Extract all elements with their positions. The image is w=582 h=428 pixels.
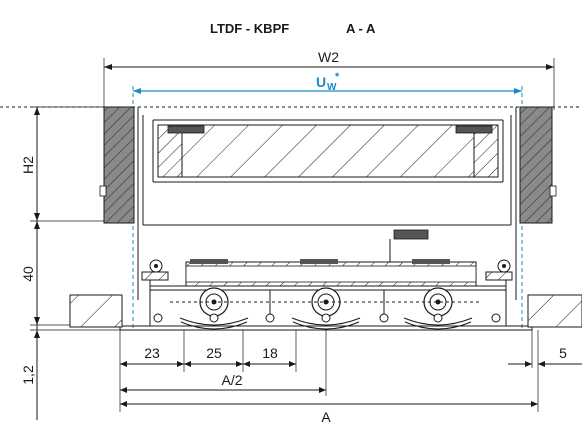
floor-slab-right — [527, 294, 582, 328]
dimension-bottom-chain: 23 25 18 — [119, 330, 539, 412]
svg-text:40: 40 — [20, 266, 36, 282]
left-wall — [103, 106, 135, 224]
svg-text:H2: H2 — [20, 156, 36, 174]
svg-text:W: W — [327, 82, 337, 93]
top-grille — [152, 119, 504, 183]
svg-text:*: * — [335, 71, 340, 83]
floor-slab-left — [69, 294, 123, 328]
dimension-a: A — [120, 401, 538, 425]
svg-text:1,2: 1,2 — [20, 365, 36, 385]
fan-center — [291, 287, 361, 330]
dimension-a-half: A/2 — [120, 372, 326, 393]
svg-text:W2: W2 — [318, 49, 339, 65]
svg-text:A/2: A/2 — [221, 372, 242, 388]
drawing-title-section: A - A — [346, 21, 376, 36]
svg-text:23: 23 — [144, 345, 160, 361]
drawing-title-model: LTDF - KBPF — [210, 21, 289, 36]
right-bracket — [485, 259, 513, 326]
svg-text:25: 25 — [206, 345, 222, 361]
svg-text:A: A — [321, 409, 331, 425]
dimension-w2: W2 — [103, 49, 555, 110]
housing-frame — [137, 107, 517, 300]
left-bracket — [141, 259, 169, 326]
svg-text:U: U — [316, 74, 326, 90]
fan-left — [179, 287, 249, 330]
svg-text:5: 5 — [559, 345, 567, 361]
bottom-bolts — [153, 290, 501, 323]
right-wall — [519, 106, 553, 224]
heat-exchanger-tray — [150, 259, 506, 291]
fan-right — [403, 287, 473, 330]
dimension-5: 5 — [508, 330, 582, 368]
svg-text:18: 18 — [262, 345, 278, 361]
motor-block — [393, 229, 429, 240]
